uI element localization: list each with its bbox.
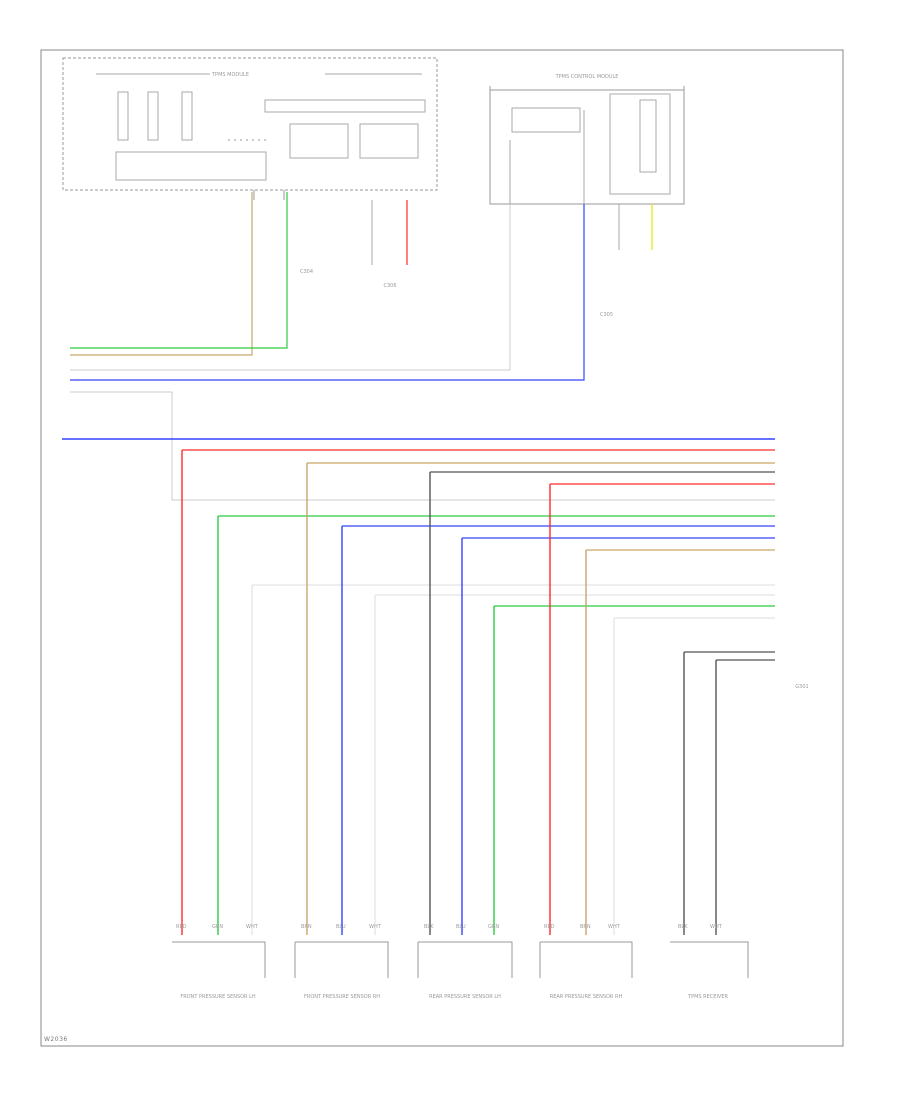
sensor-label-2: FRONT PRESSURE SENSOR RH [304, 994, 380, 1000]
pin-label: RED [176, 924, 187, 930]
right-module-label: TPMS CONTROL MODULE [555, 74, 619, 80]
pin-label: WHT [369, 924, 382, 930]
sensor-label-3: REAR PRESSURE SENSOR LH [429, 994, 501, 1000]
sensor-label-1: FRONT PRESSURE SENSOR LH [180, 994, 256, 1000]
sensor-drops [181, 450, 717, 935]
sensor-box-1 [172, 941, 266, 978]
module-top-label: TPMS MODULE [211, 72, 249, 78]
pin-label: WHT [246, 924, 259, 930]
top-left-module: TPMS MODULE [62, 57, 438, 200]
top-right-module [489, 86, 685, 205]
sensor-box-5 [670, 941, 749, 978]
pin-label: BLU [336, 924, 346, 930]
pin-label: BLU [456, 924, 466, 930]
pin-label: GRN [212, 924, 223, 930]
connector-label-2: C306 [383, 283, 396, 289]
sensor-box-4 [539, 941, 633, 978]
connector-label-1: C304 [300, 269, 313, 275]
pin-label: BRN [580, 924, 591, 930]
pin-label: WHT [710, 924, 723, 930]
pin-label: GRN [488, 924, 499, 930]
sensor-box-2 [294, 941, 389, 978]
diagram-id: W2036 [44, 1036, 68, 1043]
pin-label: WHT [608, 924, 621, 930]
upper-wires [70, 192, 775, 501]
pin-label: RED [544, 924, 555, 930]
sensor-label-4: REAR PRESSURE SENSOR RH [550, 994, 623, 1000]
pin-label: BRN [301, 924, 312, 930]
output-label: G301 [795, 684, 808, 690]
sensor-label-5: TPMS RECEIVER [687, 994, 728, 1000]
main-bus [62, 438, 775, 661]
connector-label-3: C305 [600, 312, 613, 318]
pin-label: BLK [678, 924, 688, 930]
sensor-box-3 [417, 941, 513, 978]
diagram-frame [40, 49, 844, 1047]
pin-label: BLK [424, 924, 434, 930]
